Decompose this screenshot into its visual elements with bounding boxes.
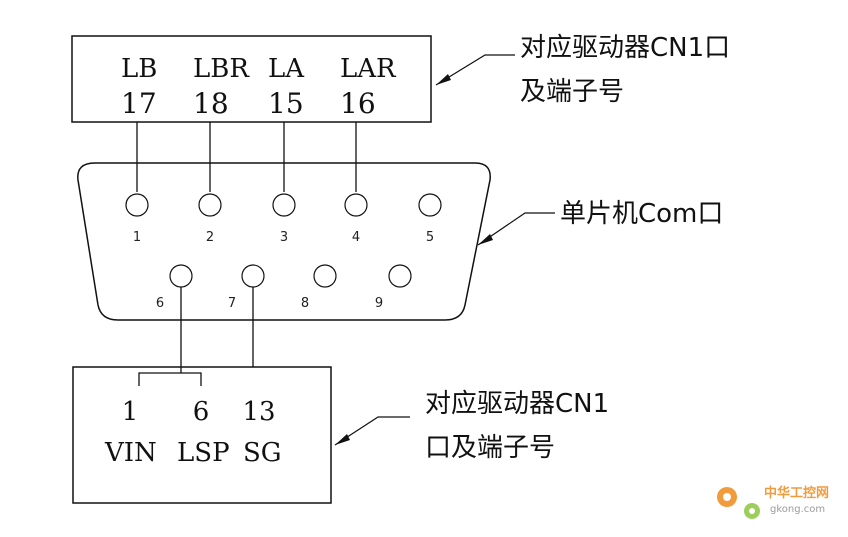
connector-callout-label: 单片机Com口 — [560, 199, 723, 229]
bottom-terminal-1: 1 — [122, 397, 139, 427]
pin-6-label: 6 — [156, 296, 164, 311]
pin-1-hole — [125, 193, 149, 217]
bottom-terminal-6: 6 — [193, 397, 210, 427]
top-callout-leader — [435, 54, 515, 86]
bottom-callout-leader — [334, 416, 410, 446]
bottom-terminal-13: 13 — [242, 397, 275, 427]
gear-icon — [717, 487, 760, 519]
watermark-url: gkong.com — [770, 504, 825, 515]
top-terminal-16: 16 — [340, 87, 376, 120]
top-terminal-box — [71, 35, 432, 123]
bottom-signal-vin: VIN — [104, 438, 157, 468]
vin-lsp-bridge — [138, 372, 202, 386]
bottom-callout-arrowhead — [335, 434, 350, 445]
bottom-callout-line2: 口及端子号 — [425, 433, 555, 463]
pin-4-label: 4 — [352, 230, 360, 245]
connector-callout-leader — [477, 212, 555, 246]
top-terminal-15: 15 — [268, 87, 304, 120]
db9-connector-shell — [77, 162, 491, 321]
bottom-callout-line1: 对应驱动器CN1 — [425, 389, 609, 419]
pin-7-label: 7 — [228, 296, 236, 311]
pin-3-label: 3 — [280, 230, 288, 245]
pin-5-hole — [418, 193, 442, 217]
watermark-cn-text: 中华工控网 — [764, 485, 829, 501]
connector-callout-arrowhead — [478, 234, 493, 245]
top-callout-line2: 及端子号 — [520, 77, 624, 107]
gkong-watermark: 中华工控网 gkong.com — [717, 485, 829, 519]
pin-6-hole — [169, 264, 193, 288]
pin-4-hole — [344, 193, 368, 217]
bottom-terminal-box — [72, 366, 332, 504]
pin-2-label: 2 — [206, 230, 214, 245]
pin-5-label: 5 — [426, 230, 434, 245]
top-signal-lar: LAR — [340, 54, 397, 84]
top-callout-line1: 对应驱动器CN1口 — [520, 33, 730, 63]
pin-8-label: 8 — [301, 296, 309, 311]
pin-9-hole — [388, 264, 412, 288]
pin-1-label: 1 — [133, 230, 141, 245]
top-signal-la: LA — [268, 54, 305, 84]
bottom-signal-sg: SG — [243, 438, 282, 468]
top-terminal-17: 17 — [121, 87, 157, 120]
top-callout-arrowhead — [436, 74, 451, 85]
pin-3-hole — [272, 193, 296, 217]
pin-2-hole — [198, 193, 222, 217]
top-signal-lbr: LBR — [193, 54, 250, 84]
bottom-signal-lsp: LSP — [177, 438, 230, 468]
pin-8-hole — [313, 264, 337, 288]
pin-7-hole — [241, 264, 265, 288]
pin-9-label: 9 — [375, 296, 383, 311]
top-terminal-18: 18 — [193, 87, 229, 120]
top-signal-lb: LB — [121, 54, 157, 84]
